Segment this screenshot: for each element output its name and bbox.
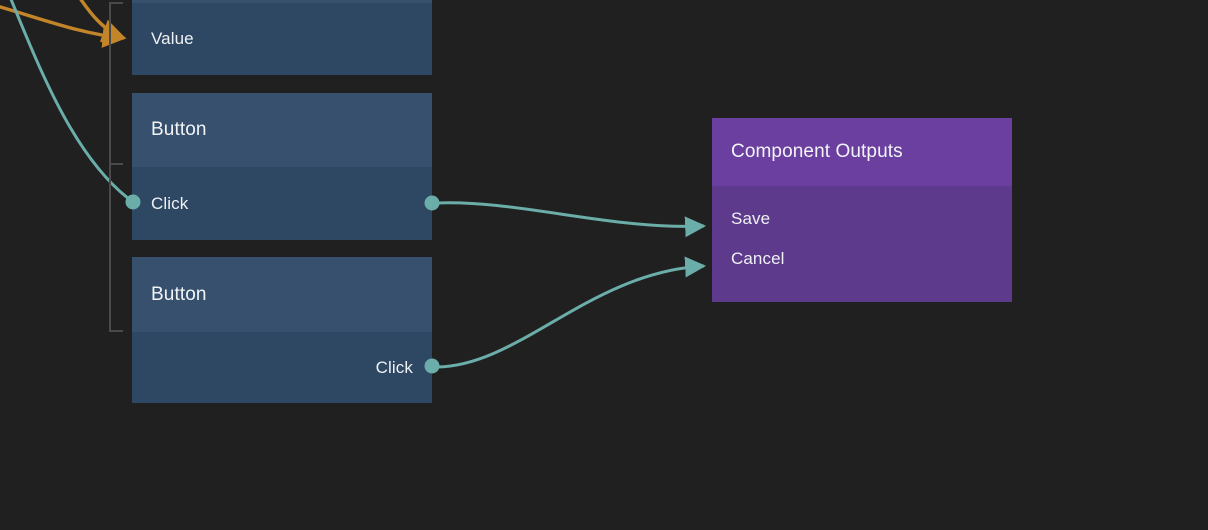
node-component-outputs-title: Component Outputs (731, 141, 903, 162)
node-value-header (132, 0, 432, 3)
orange-edge-1 (0, 5, 127, 48)
node-button-1-body: Click (132, 167, 432, 240)
port-row-save[interactable]: Save (712, 199, 1012, 239)
group-bracket-tick-top (109, 2, 123, 4)
group-bracket-tick-middle (109, 163, 123, 165)
orange-edge-2 (79, 0, 127, 43)
node-button-1[interactable]: Button Click (132, 93, 432, 240)
port-label-value: Value (151, 29, 194, 48)
teal-edge-in (9, 0, 134, 204)
port-row-button-1-click[interactable]: Click (132, 167, 432, 240)
node-component-outputs-header: Component Outputs (712, 118, 1012, 186)
node-component-outputs-body: Save Cancel (712, 186, 1012, 302)
node-value[interactable]: Value (132, 0, 432, 75)
node-button-2-title: Button (151, 283, 207, 305)
node-button-1-title: Button (151, 119, 207, 140)
node-button-2[interactable]: Button Click (132, 257, 432, 403)
group-bracket-tick-bottom (109, 330, 123, 332)
port-row-cancel[interactable]: Cancel (712, 239, 1012, 279)
port-label-button-2-click: Click (375, 357, 413, 377)
node-button-2-header: Button (132, 257, 432, 332)
node-value-body: Value (132, 3, 432, 75)
teal-edge-save (436, 201, 707, 238)
port-label-save: Save (731, 209, 771, 228)
port-label-cancel: Cancel (731, 249, 785, 268)
port-row-button-2-click[interactable]: Click (132, 332, 432, 403)
port-row-value[interactable]: Value (132, 3, 432, 75)
node-button-2-body: Click (132, 332, 432, 403)
group-bracket-spine (109, 2, 111, 332)
node-button-1-header: Button (132, 93, 432, 167)
teal-edge-cancel (436, 256, 707, 369)
node-component-outputs[interactable]: Component Outputs Save Cancel (712, 118, 1012, 302)
port-label-button-1-click: Click (151, 193, 189, 213)
